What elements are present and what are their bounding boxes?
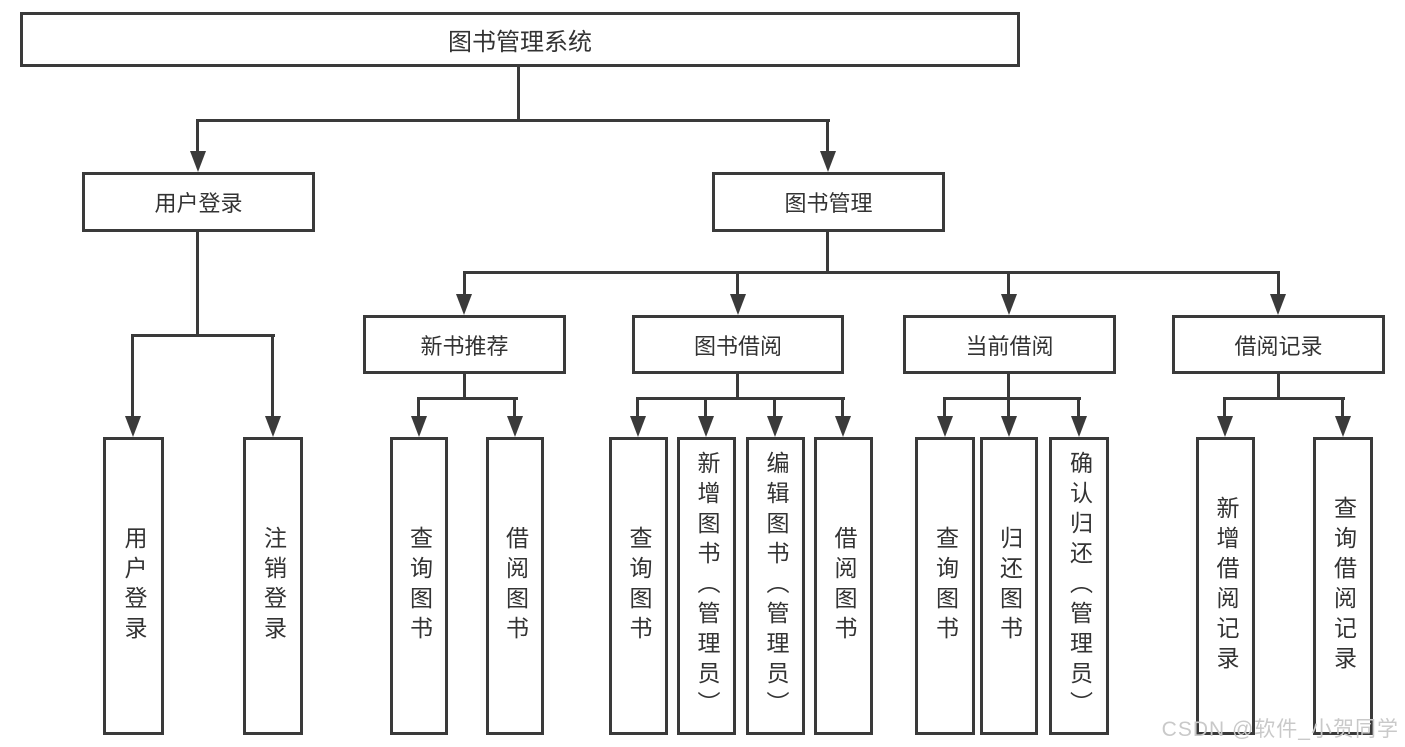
node-user-login: 用户登录: [82, 172, 315, 232]
connector-line: [131, 334, 134, 418]
connector-line: [417, 397, 420, 418]
arrowhead-down: [698, 416, 714, 437]
connector-line: [1223, 397, 1226, 418]
connector-line: [417, 397, 518, 400]
node-label: 用户登录: [121, 526, 147, 646]
arrowhead-down: [1217, 416, 1233, 437]
connector-line: [196, 232, 199, 336]
connector-line: [826, 232, 829, 273]
node-label: 新增图书（管理员）: [694, 451, 720, 721]
connector-line: [1277, 271, 1280, 296]
connector-line: [1007, 374, 1010, 399]
node-label: 查询图书: [932, 526, 959, 646]
arrowhead-down: [190, 151, 206, 172]
connector-line: [463, 374, 466, 399]
node-book-management: 图书管理: [712, 172, 945, 232]
connector-line: [1223, 397, 1345, 400]
connector-line: [704, 397, 707, 418]
node-label: 注销登录: [260, 526, 287, 646]
arrowhead-down: [1270, 294, 1286, 315]
leaf-edit-books-admin: 编辑图书（管理员）: [746, 437, 805, 735]
node-label: 查询借阅记录: [1330, 496, 1357, 676]
connector-line: [773, 397, 776, 418]
leaf-user-login: 用户登录: [103, 437, 164, 735]
connector-line: [943, 397, 946, 418]
arrowhead-down: [1001, 416, 1017, 437]
node-label: 图书管理: [784, 191, 873, 216]
connector-line: [271, 334, 274, 418]
arrowhead-down: [820, 151, 836, 172]
connector-line: [736, 374, 739, 399]
leaf-add-borrow-record: 新增借阅记录: [1196, 437, 1255, 735]
node-label: 用户登录: [154, 191, 243, 216]
arrowhead-down: [1071, 416, 1087, 437]
connector-line: [1007, 397, 1010, 418]
node-book-borrow: 图书借阅: [632, 315, 844, 374]
arrowhead-down: [411, 416, 427, 437]
arrowhead-down: [1001, 294, 1017, 315]
connector-line: [131, 334, 275, 337]
connector-line: [196, 119, 830, 122]
leaf-query-borrow-record: 查询借阅记录: [1313, 437, 1373, 735]
csdn-watermark: CSDN @软件_小贺同学: [1161, 718, 1399, 741]
arrowhead-down: [630, 416, 646, 437]
arrowhead-down: [767, 416, 783, 437]
leaf-logout: 注销登录: [243, 437, 303, 735]
connector-line: [463, 271, 1280, 274]
arrowhead-down: [125, 416, 141, 437]
node-label: 确认归还（管理员）: [1066, 451, 1093, 721]
connector-line: [1007, 271, 1010, 296]
leaf-borrow-books-recommend: 借阅图书: [486, 437, 544, 735]
arrowhead-down: [456, 294, 472, 315]
connector-line: [463, 271, 466, 296]
connector-line: [736, 271, 739, 296]
node-current-borrow: 当前借阅: [903, 315, 1116, 374]
leaf-add-books-admin: 新增图书（管理员）: [677, 437, 736, 735]
connector-line: [1341, 397, 1344, 418]
node-label: 归还图书: [996, 526, 1023, 646]
node-label: 查询图书: [406, 526, 433, 646]
connector-line: [517, 67, 520, 121]
leaf-borrow-books: 借阅图书: [814, 437, 873, 735]
node-label: 图书借阅: [693, 333, 782, 359]
connector-line: [841, 397, 844, 418]
connector-line: [943, 397, 1081, 400]
leaf-confirm-return-admin: 确认归还（管理员）: [1049, 437, 1109, 735]
arrowhead-down: [507, 416, 523, 437]
arrowhead-down: [730, 294, 746, 315]
leaf-query-books-borrow: 查询图书: [609, 437, 668, 735]
connector-line: [1077, 397, 1080, 418]
arrowhead-down: [937, 416, 953, 437]
connector-line: [196, 119, 199, 153]
connector-line: [636, 397, 639, 418]
leaf-query-books-recommend: 查询图书: [390, 437, 448, 735]
node-label: 新增借阅记录: [1213, 496, 1239, 676]
node-label: 借阅图书: [831, 526, 857, 646]
node-label: 图书管理系统: [448, 29, 592, 56]
connector-line: [826, 119, 829, 153]
arrowhead-down: [1335, 416, 1351, 437]
leaf-return-books: 归还图书: [980, 437, 1038, 735]
node-new-book-recommend: 新书推荐: [363, 315, 566, 374]
connector-line: [1277, 374, 1280, 399]
node-label: 当前借阅: [965, 333, 1054, 359]
node-borrow-records: 借阅记录: [1172, 315, 1385, 374]
node-label: 借阅图书: [502, 526, 529, 646]
arrowhead-down: [835, 416, 851, 437]
connector-line: [513, 397, 516, 418]
connector-line: [636, 397, 845, 400]
arrowhead-down: [265, 416, 281, 437]
node-label: 编辑图书（管理员）: [763, 451, 789, 721]
node-label: 借阅记录: [1234, 333, 1323, 359]
node-label: 查询图书: [626, 526, 652, 646]
node-label: 新书推荐: [420, 333, 509, 359]
leaf-query-books-current: 查询图书: [915, 437, 975, 735]
node-system-root: 图书管理系统: [20, 12, 1020, 67]
